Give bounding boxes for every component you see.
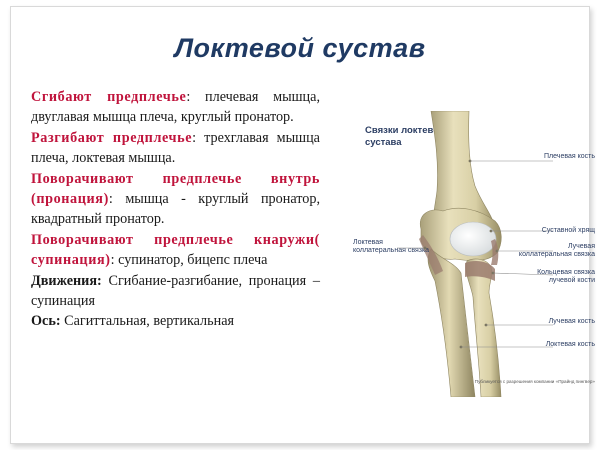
text-block-body: Сгибание-разгибание, пронация – супинаци… bbox=[31, 272, 321, 310]
text-column: Сгибают предплечье: плечевая мышца, двуг… bbox=[31, 87, 320, 332]
label-radial-collateral-l1: Лучевая bbox=[568, 243, 595, 250]
text-block-separator bbox=[102, 273, 109, 289]
text-block-label: Ось: bbox=[31, 313, 61, 330]
diagram-heading-line2: сустава bbox=[365, 137, 402, 148]
label-ulnar-collateral-l1: Локтевая bbox=[353, 239, 383, 246]
text-block-separator: : bbox=[108, 191, 126, 208]
label-annular-l1: Кольцевая связка bbox=[537, 269, 595, 276]
text-block-separator: : bbox=[186, 89, 206, 105]
text-block-label: Движения: bbox=[31, 272, 102, 289]
ulna-bone bbox=[427, 248, 476, 397]
slide: Локтевой сустав Сгибают предплечье: плеч… bbox=[10, 6, 595, 444]
ulnar-collateral-ligament bbox=[419, 235, 443, 275]
label-ulnar-collateral-l2: коллатеральная связка bbox=[353, 247, 429, 254]
slide-title: Локтевой сустав bbox=[174, 33, 426, 63]
diagram-heading-line1: Связки локтевого bbox=[365, 125, 449, 136]
elbow-joint-diagram: Связки локтевого сустава Плечевая кость … bbox=[353, 111, 596, 397]
pointer-line-annular bbox=[492, 272, 554, 276]
pointer-dot-ulnar-collateral bbox=[423, 246, 427, 250]
text-block-body: Сагиттальная, вертикальная bbox=[64, 313, 235, 330]
text-block-label: Поворачивают предплечье внутрь (пронация… bbox=[31, 170, 320, 208]
text-block-separator: : bbox=[192, 129, 205, 146]
text-block-body: супинатор, бицепс плеча bbox=[118, 252, 268, 269]
text-block-body: трехглавая мышца плеча, локтевая мышца. bbox=[31, 129, 320, 167]
text-block-axis: Ось: Сагиттальная, вертикальная bbox=[31, 311, 320, 331]
label-radius: Лучевая кость bbox=[549, 318, 596, 325]
elbow-illustration: Связки локтевого сустава Плечевая кость … bbox=[351, 111, 600, 397]
label-ulna: Локтевая кость bbox=[546, 341, 596, 348]
text-block-label: Сгибают предплечье bbox=[31, 89, 187, 105]
text-block-label: Поворачивают предплечье кнаружи( супинац… bbox=[31, 231, 320, 269]
text-block-supination: Поворачивают предплечье кнаружи( супинац… bbox=[31, 230, 320, 271]
text-block-pronation: Поворачивают предплечье внутрь (пронация… bbox=[31, 169, 320, 230]
text-block-flexors: Сгибают предплечье: плечевая мышца, двуг… bbox=[31, 87, 320, 128]
text-block-extensors: Разгибают предплечье: трехглавая мышца п… bbox=[31, 128, 320, 169]
text-block-body: плечевая мышца, двуглавая мышца плеча, к… bbox=[31, 89, 320, 126]
text-block-movements: Движения: Сгибание-разгибание, пронация … bbox=[31, 271, 320, 312]
text-block-body: мышца - круглый пронатор, квадратный про… bbox=[31, 191, 320, 228]
radial-collateral-ligament bbox=[491, 239, 499, 265]
label-articular-cartilage: Суставной хрящ bbox=[542, 226, 595, 234]
text-block-separator: : bbox=[110, 252, 119, 269]
text-block-label: Разгибают предплечье bbox=[31, 129, 193, 146]
label-humerus: Плечевая кость bbox=[544, 153, 595, 160]
label-radial-collateral-l2: коллатеральная связка bbox=[519, 251, 595, 258]
articular-cartilage bbox=[449, 221, 497, 257]
label-annular-l2: лучевой кости bbox=[549, 276, 595, 284]
annular-ligament bbox=[465, 261, 495, 281]
image-credit: Публикуется с разрешения компании «Прайн… bbox=[475, 378, 596, 384]
